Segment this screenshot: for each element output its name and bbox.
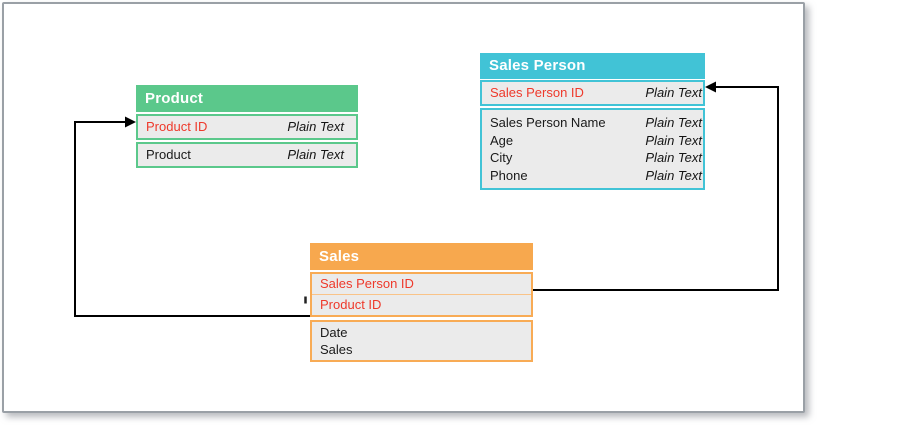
field-type: Plain Text bbox=[645, 115, 702, 130]
field-type: Plain Text bbox=[645, 85, 702, 100]
field-type: Plain Text bbox=[645, 167, 702, 183]
field-row-phone[interactable]: Phone Plain Text bbox=[482, 167, 703, 185]
table-sales[interactable]: Sales Sales Person ID Product ID Date Sa… bbox=[310, 243, 533, 362]
field-type: Plain Text bbox=[645, 132, 702, 148]
table-product[interactable]: Product Product ID Plain Text Product Pl… bbox=[136, 85, 358, 168]
table-product-fields-section: Product Plain Text bbox=[136, 142, 358, 168]
field-name: Sales Person ID bbox=[320, 276, 414, 291]
field-name: Sales Person ID bbox=[490, 85, 584, 100]
field-row-product-id-fk[interactable]: Product ID bbox=[312, 294, 531, 315]
table-sales-key-section: Sales Person ID Product ID bbox=[310, 272, 533, 317]
field-name: Product bbox=[146, 147, 191, 162]
table-sales-person-fields-section: Sales Person Name Plain Text Age Plain T… bbox=[480, 108, 705, 190]
table-sales-person-key-section: Sales Person ID Plain Text bbox=[480, 80, 705, 106]
field-row-sales[interactable]: Sales bbox=[312, 341, 531, 358]
field-type: Plain Text bbox=[287, 147, 344, 162]
table-sales-person-header[interactable]: Sales Person bbox=[480, 53, 705, 79]
field-row-city[interactable]: City Plain Text bbox=[482, 149, 703, 167]
field-name: Product ID bbox=[320, 297, 382, 312]
field-name: Product ID bbox=[146, 119, 208, 134]
field-row-sales-person-id-fk[interactable]: Sales Person ID bbox=[312, 274, 531, 294]
field-type: Plain Text bbox=[645, 150, 702, 165]
field-name: Age bbox=[490, 132, 514, 148]
table-sales-fields-section: Date Sales bbox=[310, 320, 533, 362]
field-row-date[interactable]: Date bbox=[312, 324, 531, 341]
field-row-sales-person-name[interactable]: Sales Person Name Plain Text bbox=[482, 114, 703, 132]
table-sales-person[interactable]: Sales Person Sales Person ID Plain Text … bbox=[480, 53, 705, 190]
field-row-age[interactable]: Age Plain Text bbox=[482, 132, 703, 150]
table-sales-header[interactable]: Sales bbox=[310, 243, 533, 270]
field-name: Date bbox=[320, 325, 348, 340]
table-product-header[interactable]: Product bbox=[136, 85, 358, 112]
field-type: Plain Text bbox=[287, 119, 344, 134]
table-product-key-section: Product ID Plain Text bbox=[136, 114, 358, 140]
field-row-sales-person-id[interactable]: Sales Person ID Plain Text bbox=[482, 82, 703, 104]
field-name: Sales bbox=[320, 342, 353, 357]
field-name: Phone bbox=[490, 167, 528, 183]
field-name: Sales Person Name bbox=[490, 115, 606, 130]
field-row-product[interactable]: Product Plain Text bbox=[138, 144, 356, 166]
field-name: City bbox=[490, 150, 513, 165]
field-row-product-id[interactable]: Product ID Plain Text bbox=[138, 116, 356, 138]
